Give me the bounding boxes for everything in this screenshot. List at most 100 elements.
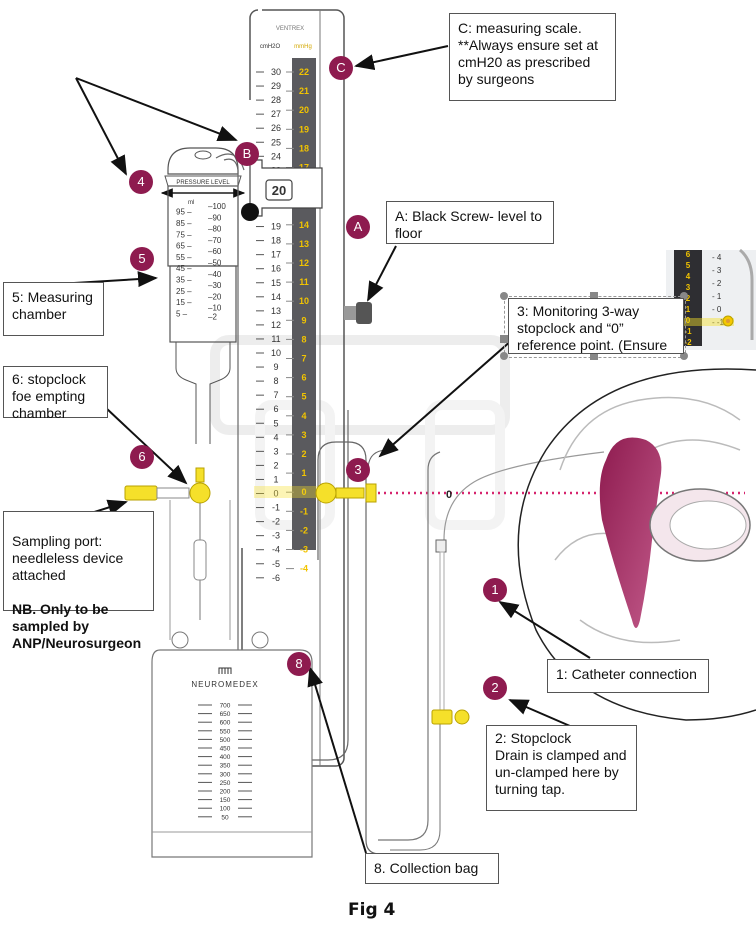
emptying-stopcock[interactable] — [189, 482, 211, 504]
callout-8-collection-bag: 8. Collection bag — [365, 853, 499, 884]
scale-units-left: cmH2O — [260, 44, 281, 50]
zero-reference-label: 0 — [446, 489, 452, 501]
collection-bag: NEUROMEDEX 70065060055050045040035030025… — [151, 631, 313, 858]
bag-ticks: 7006506005505004504003503002502001501005… — [198, 703, 252, 821]
chamber-tick-left: 15 – — [176, 298, 192, 307]
badge-3: 3 — [346, 458, 370, 482]
badge-a: A — [346, 215, 370, 239]
level-knob[interactable] — [356, 302, 372, 324]
chamber-tick-right: –20 — [208, 292, 222, 301]
cmh2o-tick-label: -3 — [272, 531, 280, 541]
chamber-tick-left: 75 – — [176, 230, 192, 239]
cmh2o-tick-label: 3 — [273, 446, 278, 456]
chamber-tick-right: –80 — [208, 225, 222, 234]
drain-stopcock[interactable] — [454, 709, 470, 725]
badge-1: 1 — [483, 578, 507, 602]
cmh2o-tick-label: 17 — [271, 250, 281, 260]
mmhg-tick-label: -3 — [300, 545, 308, 555]
scale-units-right: mmHg — [294, 44, 312, 50]
resize-handle[interactable] — [680, 352, 688, 360]
mmhg-tick-label: 21 — [299, 86, 309, 96]
bag-tick-label: 700 — [220, 703, 231, 710]
chamber-tick-left: 35 – — [176, 275, 192, 284]
cmh2o-tick-label: 27 — [271, 109, 281, 119]
inset-cmh2o-label: - 0 — [712, 305, 722, 314]
bag-tick-label: 600 — [220, 720, 231, 727]
cmh2o-tick-label: 24 — [271, 151, 281, 161]
black-screw[interactable] — [241, 203, 259, 221]
inset-cmh2o-label: - 4 — [712, 253, 722, 262]
chamber-tick-right: –50 — [208, 259, 222, 268]
resize-handle[interactable] — [500, 352, 508, 360]
set-pressure-value: 20 — [272, 183, 286, 198]
mmhg-tick-label: 5 — [301, 392, 306, 402]
badge-5: 5 — [130, 247, 154, 271]
mmhg-tick-label: 18 — [299, 143, 309, 153]
bag-brand: NEUROMEDEX — [191, 680, 258, 689]
mmhg-tick-label: 11 — [299, 277, 309, 287]
cmh2o-tick-label: 29 — [271, 81, 281, 91]
chamber-tick-right: –100 — [208, 202, 226, 211]
cmh2o-tick-label: 10 — [271, 348, 281, 358]
badge-4: 4 — [129, 170, 153, 194]
inset-cmh2o-label: - 3 — [712, 266, 722, 275]
mmhg-tick-label: 19 — [299, 124, 309, 134]
resize-handle[interactable] — [680, 292, 688, 300]
resize-handle[interactable] — [590, 292, 598, 300]
cmh2o-tick-label: -6 — [272, 573, 280, 583]
bag-tick-label: 350 — [220, 763, 231, 770]
bag-tick-label: 300 — [220, 771, 231, 778]
sampling-port[interactable] — [124, 485, 158, 501]
chamber-tick-right: –30 — [208, 281, 222, 290]
cmh2o-tick-label: 16 — [271, 264, 281, 274]
chamber-units: ml — [188, 200, 194, 206]
chamber-tick-right: –40 — [208, 270, 222, 279]
mmhg-tick-label: 10 — [299, 296, 309, 306]
cmh2o-tick-label: 19 — [271, 222, 281, 232]
resize-handle[interactable] — [500, 335, 508, 343]
chamber-tick-right: –2 — [208, 313, 217, 322]
resize-handle[interactable] — [590, 352, 598, 360]
cmh2o-tick-label: 8 — [273, 376, 278, 386]
scale-header: VENTREX — [276, 26, 304, 32]
chamber-ticks: –100–90–80–70–60–50–40–30–20–10–295 –85 … — [176, 202, 226, 322]
cmh2o-tick-label: 26 — [271, 123, 281, 133]
sampling-port-warning: NB. Only to be sampled by ANP/Neurosurge… — [12, 601, 142, 651]
bag-tick-label: 100 — [220, 806, 231, 813]
cmh2o-tick-label: 18 — [271, 236, 281, 246]
resize-handle[interactable] — [500, 292, 508, 300]
cmh2o-tick-label: 30 — [271, 67, 281, 77]
callout-2-stopcock: 2: Stopclock Drain is clamped and un-cla… — [486, 725, 637, 811]
monitoring-stopcock[interactable] — [315, 482, 337, 504]
badge-b: B — [235, 142, 259, 166]
callout-c-measuring-scale: C: measuring scale. **Always ensure set … — [449, 13, 616, 101]
chamber-tick-left: 45 – — [176, 264, 192, 273]
cmh2o-tick-label: 13 — [271, 306, 281, 316]
badge-6: 6 — [130, 445, 154, 469]
inset-mmhg-label: 6 — [686, 250, 691, 259]
mmhg-tick-label: 12 — [299, 258, 309, 268]
cmh2o-tick-label: -2 — [272, 517, 280, 527]
catheter-connector[interactable] — [435, 539, 447, 553]
inset-cmh2o-label: - 1 — [712, 292, 722, 301]
callout-arrows — [73, 45, 591, 854]
mmhg-tick-label: 4 — [301, 411, 306, 421]
cmh2o-tick-label: 9 — [273, 362, 278, 372]
inset-mmhg-label: 0 — [686, 316, 691, 325]
mmhg-tick-label: 0 — [301, 487, 306, 497]
bag-tick-label: 200 — [220, 789, 231, 796]
chamber-tick-right: –60 — [208, 247, 222, 256]
bag-tick-label: 150 — [220, 797, 231, 804]
measuring-scale-panel: VENTREX cmH2O mmHg 302928272625242319181… — [241, 9, 372, 767]
mmhg-tick-label: 9 — [301, 315, 306, 325]
chamber-label: PRESSURE LEVEL — [176, 180, 230, 186]
chamber-tick-right: –90 — [208, 213, 222, 222]
badge-8: 8 — [287, 652, 311, 676]
mmhg-tick-label: -4 — [300, 564, 308, 574]
inset-mmhg-label: -2 — [684, 338, 692, 347]
inset-mmhg-label: 1 — [686, 305, 691, 314]
bag-tick-label: 550 — [220, 728, 231, 735]
sampling-port-text: Sampling port: needleless device attache… — [12, 533, 124, 583]
callout-sampling-port: Sampling port: needleless device attache… — [3, 511, 154, 651]
bag-tick-label: 250 — [220, 780, 231, 787]
